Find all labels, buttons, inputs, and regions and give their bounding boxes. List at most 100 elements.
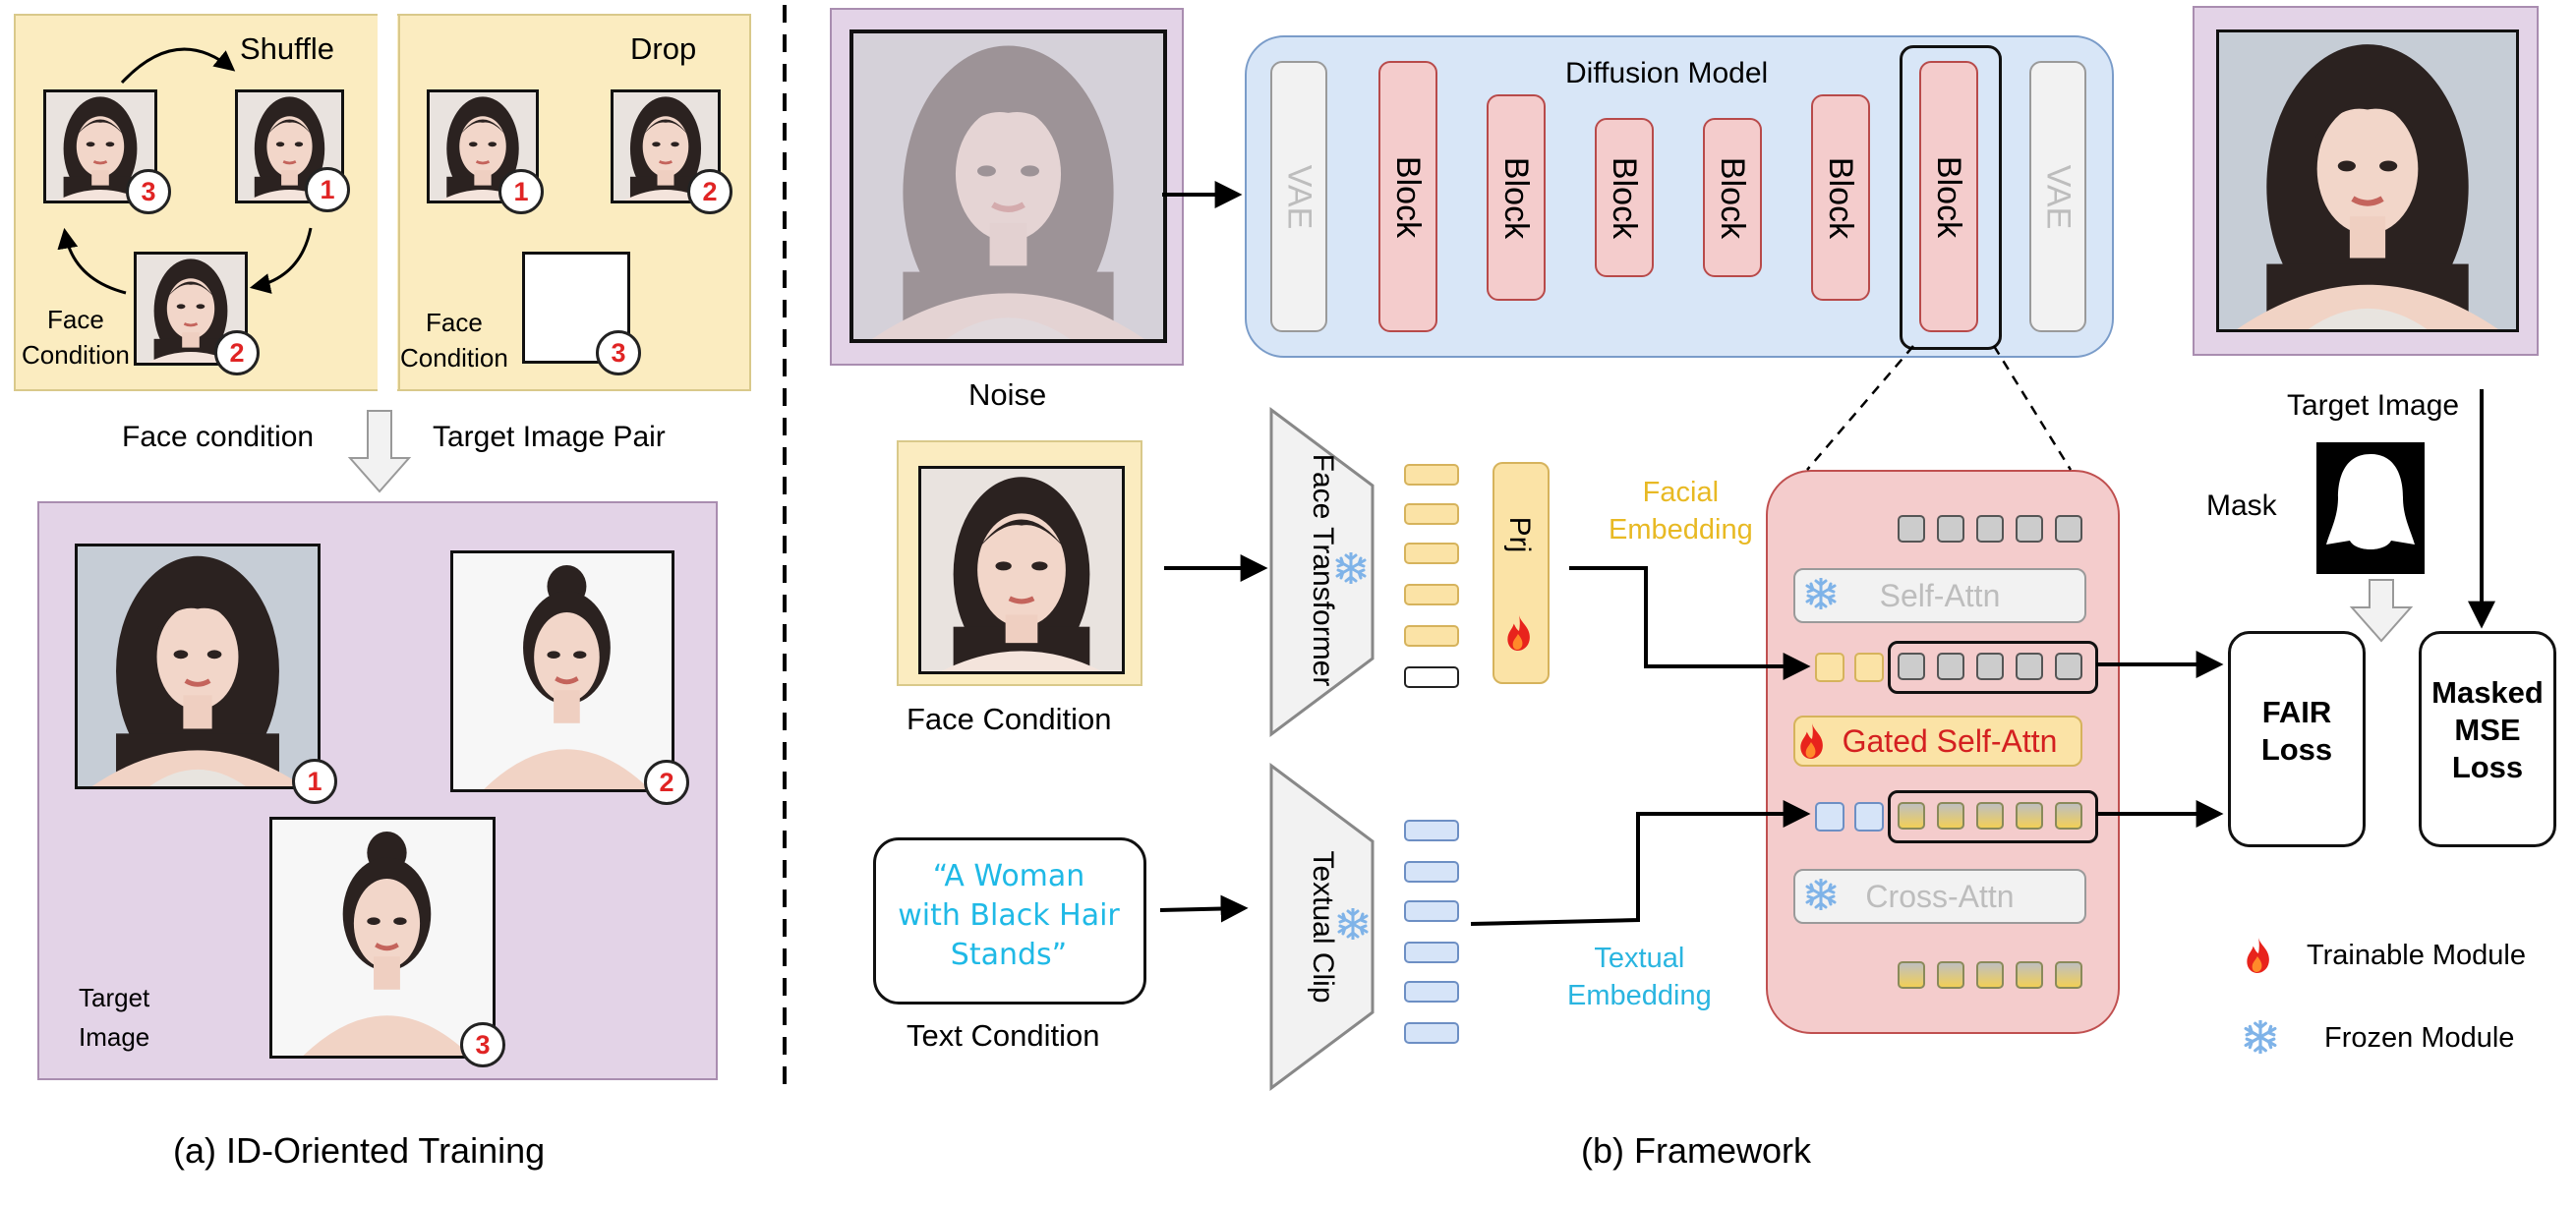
output-token-5 [2055,961,2082,989]
fused-facial-token-1 [1815,653,1844,682]
legend-frozen-label: Frozen Module [2324,1022,2515,1054]
block-1: Block [1378,61,1437,332]
output-token-3 [1976,961,2004,989]
textual-token-6 [1404,1022,1459,1044]
panel-a-caption: (a) ID-Oriented Training [173,1130,546,1171]
textual-clip-snowflake-icon [1337,908,1369,940]
latent-group-2 [1888,790,2098,843]
self-attn-snowflake-icon [1805,578,1837,609]
target-photo-2 [450,550,674,792]
drop-face-condition-label: Face Condition [400,308,508,373]
output-token-1 [1898,961,1925,989]
face-transformer-label: Face Transformer [1307,453,1339,687]
output-token-2 [1937,961,1964,989]
mask-label: Mask [2206,489,2277,522]
badge-2: 2 [214,330,260,375]
self-attn-module: Self-Attn [1793,568,2086,623]
mask-image [2316,442,2425,574]
fused-facial-token-2 [1854,653,1884,682]
latent-token-low-1 [1898,802,1925,830]
face-condition-pair-label: Face condition [122,421,315,453]
vae-decoder: VAE [2029,61,2086,332]
fused-textual-token-1 [1815,802,1844,832]
pair-down-arrow [347,410,412,493]
facial-token-4 [1404,584,1459,605]
textual-token-5 [1404,981,1459,1003]
face-photo-1 [235,89,344,203]
projection-flame-icon [1507,615,1530,651]
facial-token-5 [1404,625,1459,647]
block-6: Block [1919,61,1978,332]
latent-token-top-3 [1976,515,2004,543]
block-6-highlight [1900,45,2002,350]
textual-clip [1269,763,1375,1091]
facial-token-2 [1404,503,1459,525]
gated-flame-icon [1800,723,1823,759]
shuffle-label: Shuffle [240,31,334,66]
facial-token-empty [1404,666,1459,688]
zoom-line-left [1806,345,1914,471]
facial-token-3 [1404,543,1459,564]
latent-token-mid-3 [1976,653,2004,680]
fused-textual-token-2 [1854,802,1884,832]
drop-badge-2: 2 [687,169,732,214]
cross-attn-module: Cross-Attn [1793,869,2086,924]
textual-token-4 [1404,942,1459,963]
legend-snowflake-icon [2244,1020,2277,1054]
latent-token-mid-5 [2055,653,2082,680]
target-photo-1 [75,544,321,789]
textual-token-3 [1404,900,1459,922]
projection-label: Prj [1503,516,1536,553]
drop-badge-1: 1 [498,169,544,214]
latent-token-low-5 [2055,802,2082,830]
latent-token-top-4 [2016,515,2043,543]
projection-module [1493,462,1550,684]
drop-face-photo-2 [611,89,721,203]
drop-badge-3: 3 [596,330,641,375]
panel-b-caption: (b) Framework [1581,1130,1812,1171]
noise-image [849,29,1167,343]
textual-embedding-label: Textual Embedding [1567,943,1712,1011]
target-badge-2: 2 [644,760,689,805]
block-3: Block [1595,118,1654,277]
face-transformer [1269,407,1375,737]
diffusion-model-title: Diffusion Model [1565,57,1769,89]
masked-mse-loss-box [2419,631,2556,847]
legend-flame-icon [2247,938,2269,973]
facial-token-1 [1404,464,1459,486]
text-condition-quote: “A Woman with Black Hair Stands” [898,859,1120,972]
badge-3: 3 [126,169,171,214]
vae-encoder: VAE [1270,61,1327,332]
clip-to-block-arrow [1470,800,1811,926]
face-photo-2 [134,252,248,366]
face-photo-3 [43,89,157,203]
latent-token-low-3 [1976,802,2004,830]
drop-face-photo-1 [427,89,539,203]
latent-group-1 [1888,641,2098,694]
latent-token-top-2 [1937,515,1964,543]
latent-token-mid-4 [2016,653,2043,680]
output-token-4 [2016,961,2043,989]
mask-down-arrow [2349,579,2414,643]
masked-mse-loss-label: Masked MSE Loss [2431,675,2544,784]
target-image-label-b: Target Image [2287,389,2460,422]
textual-clip-label: Textual Clip [1307,850,1339,1004]
target-photo-3 [269,817,496,1059]
block-2: Block [1487,94,1546,301]
fair-loss-box [2228,631,2366,847]
facial-embedding-label: Facial Embedding [1609,477,1753,546]
legend-trainable-label: Trainable Module [2307,940,2526,971]
target-image [2216,29,2519,332]
gated-self-attn-module: Gated Self-Attn [1793,716,2082,767]
text-condition-label: Text Condition [907,1018,1100,1053]
cross-attn-snowflake-icon [1805,879,1837,910]
noise-label: Noise [968,377,1047,412]
drop-label: Drop [630,31,697,66]
textual-token-2 [1404,861,1459,883]
latent-token-mid-1 [1898,653,1925,680]
face-condition-label: Face Condition [22,305,130,370]
latent-token-top-5 [2055,515,2082,543]
face-condition-label-b: Face Condition [907,702,1112,736]
block-4: Block [1703,118,1762,277]
fair-loss-label: FAIR Loss [2260,695,2333,767]
